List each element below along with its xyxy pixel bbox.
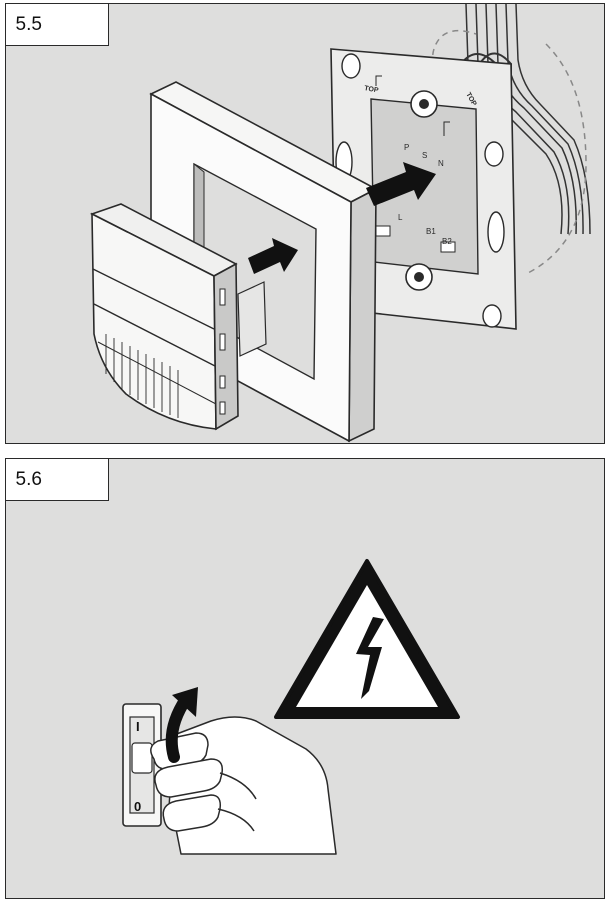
insert-arrow-plate [366, 162, 436, 206]
high-voltage-warning-icon [274, 559, 460, 719]
step-panel-5-5: TOP TOP P S N L B1 B2 [4, 2, 605, 444]
terminal-label-s: S [422, 151, 427, 160]
switch-up-arrow-icon [165, 687, 198, 763]
step-label-5-6: 5.6 [4, 457, 109, 501]
sensor-module [89, 203, 267, 431]
circuit-breaker-switch [122, 703, 162, 827]
switch-on-symbol: I [136, 719, 140, 734]
power-on-illustration: I 0 [122, 559, 460, 855]
insert-arrow-module [248, 238, 298, 274]
step-panel-5-6: I 0 5.6 [4, 457, 605, 899]
terminal-label-p: P [404, 143, 409, 152]
terminal-label-l: L [398, 213, 403, 222]
terminal-label-n: N [438, 159, 444, 168]
top-mark-left: TOP [364, 85, 380, 94]
terminal-label-b1: B1 [426, 227, 436, 236]
terminal-label-b2: B2 [442, 237, 452, 246]
step-label-5-5: 5.5 [4, 2, 109, 46]
hand-illustration [150, 716, 337, 855]
switch-off-symbol: 0 [134, 799, 141, 814]
mounting-illustration: TOP TOP P S N L B1 B2 [89, 4, 591, 443]
